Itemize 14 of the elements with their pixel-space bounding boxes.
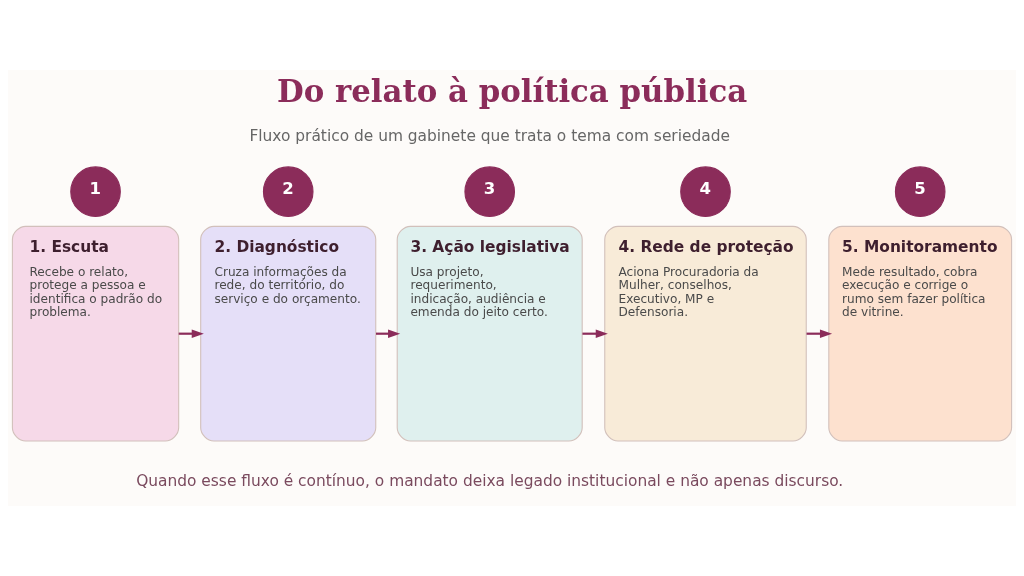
node-circle: 1 xyxy=(70,166,121,217)
node-circle: 4 xyxy=(680,166,731,217)
diagram-title: Do relato à política pública xyxy=(276,73,748,110)
node-box: 5. Monitoramento Mede resultado, cobra execução e corrige o rumo sem fazer política de vitrine. xyxy=(828,225,1013,442)
node-circle: 5 xyxy=(894,166,946,217)
node-box: 3. Ação legislativa Usa projeto, requerimento, indicação, audiência e emenda do jeito certo. xyxy=(396,225,583,442)
arrow xyxy=(582,329,608,338)
label: Fluxo prático de um gabinete que trata o tema com seriedade xyxy=(249,127,730,146)
label: Quando esse fluxo é contínuo, o mandato deixa legado institucional e não apenas discurso. xyxy=(136,471,844,490)
node-circle: 2 xyxy=(262,166,314,217)
node-circle: 3 xyxy=(464,166,516,217)
node-box: 4. Rede de proteção Aciona Procuradoria da Mulher, conselhos, Executivo, MP e Defensoria. xyxy=(604,225,807,442)
node-box: 1. Escuta Recebe o relato, protege a pessoa e identifica o padrão do problema. xyxy=(11,225,180,442)
node-box: 2. Diagnóstico Cruza informações da rede, do território, do serviço e do orçamento. xyxy=(200,225,377,442)
